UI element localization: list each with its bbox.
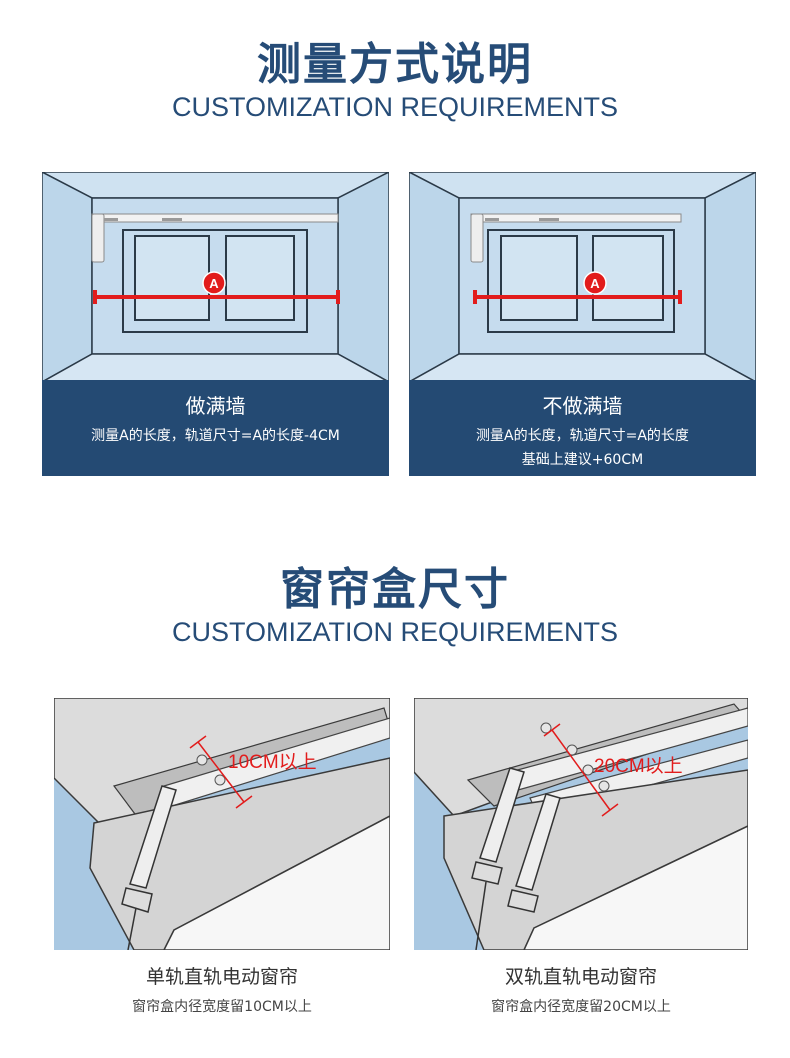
- single-track-illustration: 10CM以上: [53, 697, 391, 951]
- section2-title: 窗帘盒尺寸: [280, 564, 510, 615]
- caption-not-full-wall-line1: 测量A的长度，轨道尺寸=A的长度: [476, 428, 689, 444]
- room-full-wall-illustration: A: [39, 170, 390, 384]
- caption-full-wall-line1: 测量A的长度，轨道尺寸=A的长度-4CM: [91, 428, 340, 444]
- marker-a-badge: [583, 271, 607, 295]
- section1-subtitle: CUSTOMIZATION REQUIREMENTS: [171, 92, 618, 122]
- room-not-full-wall-illustration: A: [406, 170, 757, 384]
- double-track-title: 双轨直轨电动窗帘: [504, 966, 657, 988]
- caption-full-wall: 做满墙 测量A的长度，轨道尺寸=A的长度-4CM: [42, 380, 389, 476]
- curtain-track: [91, 213, 339, 263]
- marker-a-label: A: [590, 276, 600, 291]
- measure-line-a: [473, 290, 682, 304]
- marker-a-label: A: [209, 276, 219, 291]
- single-track-title: 单轨直轨电动窗帘: [145, 966, 298, 988]
- section2-subtitle: CUSTOMIZATION REQUIREMENTS: [171, 617, 618, 647]
- measure-panel-full-wall: A 做满墙 测量A的长度，轨道尺寸=A的长度-4CM: [39, 170, 390, 476]
- caption-not-full-wall: 不做满墙 测量A的长度，轨道尺寸=A的长度 基础上建议+60CM: [409, 380, 756, 476]
- curtain-motor-back: [507, 793, 561, 913]
- measure-line-a: [93, 290, 340, 304]
- double-track-subtitle: 窗帘盒内径宽度留20CM以上: [491, 999, 671, 1015]
- dimension-line: [189, 735, 253, 809]
- curtain-box-double-track: 20CM以上: [413, 697, 750, 951]
- marker-a-badge: [202, 271, 226, 295]
- caption-not-full-wall-title: 不做满墙: [542, 394, 623, 418]
- dimension-label: 10CM以上: [228, 751, 317, 773]
- dimension-label: 20CM以上: [594, 755, 683, 777]
- double-track-illustration: 20CM以上: [413, 697, 750, 951]
- section1-title: 测量方式说明: [257, 39, 533, 90]
- caption-not-full-wall-line2: 基础上建议+60CM: [521, 452, 644, 468]
- measure-panel-not-full-wall: A 不做满墙 测量A的长度，轨道尺寸=A的长度 基础上建议+60CM: [406, 170, 757, 476]
- caption-full-wall-title: 做满墙: [185, 394, 246, 418]
- curtain-motor: [121, 785, 177, 951]
- single-track-subtitle: 窗帘盒内径宽度留10CM以上: [132, 999, 312, 1015]
- curtain-box-single-track: 10CM以上: [53, 697, 391, 951]
- curtain-motor-front: [471, 767, 525, 951]
- dimension-line: [543, 723, 619, 817]
- curtain-track: [470, 213, 682, 263]
